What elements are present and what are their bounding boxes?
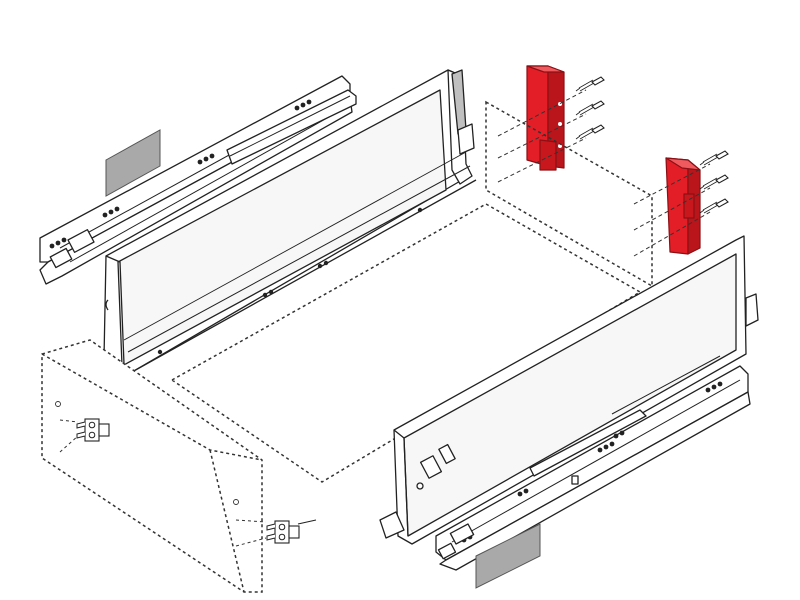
bottom-panel <box>170 203 642 483</box>
screws-left-bracket <box>497 76 605 183</box>
rear-bracket-right <box>665 157 701 255</box>
label-plate-right <box>475 523 541 589</box>
screw-icon <box>575 100 605 116</box>
left-side-panel <box>103 69 477 373</box>
fixing-clip-icon <box>266 520 300 544</box>
rear-bracket-left <box>526 65 565 171</box>
right-runner <box>435 355 751 571</box>
right-side-panel <box>379 235 759 545</box>
front-panel <box>41 339 263 593</box>
screw-icon <box>699 174 729 190</box>
screw-icon <box>575 124 605 140</box>
left-runner <box>39 75 357 285</box>
screw-icon <box>699 198 729 214</box>
label-plate-left <box>105 129 161 197</box>
screw-icon <box>699 150 729 166</box>
screw-icon <box>575 76 605 92</box>
back-panel <box>485 100 653 288</box>
screws-right-bracket <box>633 150 729 257</box>
front-fixing-clips <box>55 401 317 547</box>
